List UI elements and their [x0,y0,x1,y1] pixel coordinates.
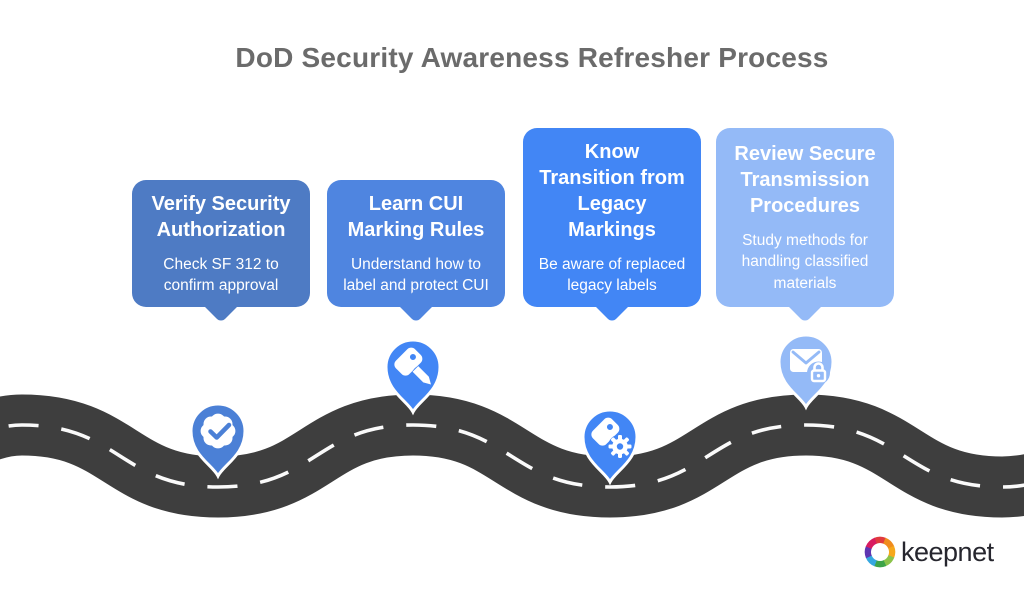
secure-mail-icon [790,349,830,385]
step-card-secure-transmission: Review Secure Transmission Procedures St… [716,128,894,323]
step-card-cui-marking: Learn CUI Marking Rules Understand how t… [327,180,505,323]
step-card-heading: Learn CUI Marking Rules [347,192,485,241]
keepnet-logo: keepnet [862,534,994,570]
step-card-heading: Know Transition from Legacy Markings [539,140,685,241]
step-card-heading: Review Secure Transmission Procedures [734,142,876,217]
step-card-body: Understand how to label and protect CUI [343,255,489,295]
step-card-body: Be aware of replaced legacy labels [538,255,686,295]
step-card-body: Study methods for handling classified ma… [741,231,869,292]
road-lane-marking [0,423,1024,489]
keepnet-pinwheel-icon [864,536,896,568]
road-surface [0,394,1024,518]
step-card-heading: Verify Security Authorization [151,192,291,241]
step-card-body: Check SF 312 to confirm approval [163,255,279,295]
step-card-verify-security: Verify Security Authorization Check SF 3… [132,180,310,323]
map-pin-step-4 [777,333,835,411]
keepnet-logo-text: keepnet [901,536,994,567]
page-title: DoD Security Awareness Refresher Process [235,42,829,73]
tag-edit-icon [394,347,434,387]
map-pin-step-1 [189,402,247,480]
step-card-legacy-markings: Know Transition from Legacy Markings Be … [523,128,701,323]
map-pin-step-3 [581,408,639,486]
map-pin-step-2 [384,338,442,416]
